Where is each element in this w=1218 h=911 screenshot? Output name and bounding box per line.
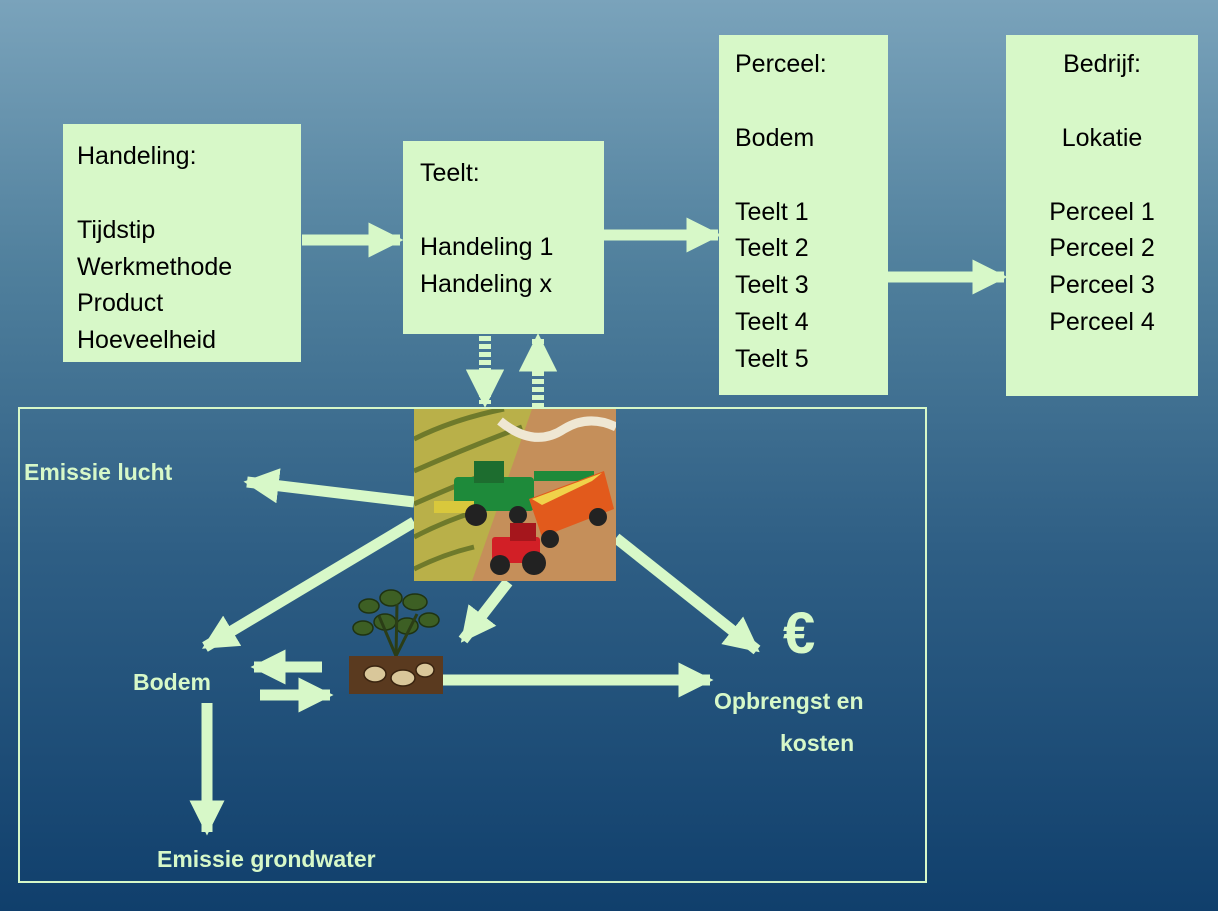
- handeling-item: Product: [77, 289, 164, 318]
- handeling-item: Hoeveelheid: [77, 326, 216, 354]
- handeling-title: Handeling:: [77, 142, 197, 170]
- perceel-box: Perceel: Bodem Teelt 1 Teelt 2 Teelt 3 T…: [719, 35, 888, 395]
- teelt-item: Handeling 1: [420, 232, 554, 261]
- harvester-tractor-field-icon: [414, 409, 616, 581]
- teelt-title: Teelt:: [420, 159, 480, 187]
- arrow-scene-to-bodem: [201, 517, 417, 652]
- perceel-item: Teelt 2: [735, 234, 809, 263]
- bedrijf-item: Perceel 2: [1049, 234, 1155, 263]
- perceel-item: Teelt 3: [735, 271, 809, 299]
- perceel-item: Teelt 4: [735, 307, 809, 336]
- bedrijf-item: Perceel 4: [1049, 307, 1155, 336]
- opbrengst-label-line2: kosten: [780, 730, 855, 756]
- perceel-title: Perceel:: [735, 50, 827, 78]
- perceel-item: Teelt 5: [735, 344, 809, 373]
- arrow-scene-to-plant: [458, 578, 513, 644]
- teelt-item: Handeling x: [420, 269, 553, 298]
- emissie-grondwater-label: Emissie grondwater: [157, 846, 376, 872]
- euro-symbol: €: [783, 601, 816, 666]
- system-boundary-frame: [18, 407, 927, 883]
- emissie-lucht-label: Emissie lucht: [24, 459, 173, 485]
- bedrijf-subtitle: Lokatie: [1061, 123, 1143, 152]
- bedrijf-item: Perceel 3: [1049, 271, 1155, 299]
- bedrijf-item: Perceel 1: [1049, 197, 1155, 226]
- teelt-box: Teelt: Handeling 1 Handeling x: [403, 141, 604, 334]
- bedrijf-title: Bedrijf:: [1063, 50, 1141, 78]
- perceel-subtitle: Bodem: [735, 123, 815, 152]
- bodem-label: Bodem: [133, 669, 211, 695]
- potato-plant-roots-icon: [349, 589, 443, 694]
- bedrijf-box: Bedrijf: Lokatie Perceel 1 Perceel 2 Per…: [1006, 35, 1198, 396]
- opbrengst-label-line1: Opbrengst en: [714, 688, 864, 714]
- handeling-item: Tijdstip: [77, 215, 156, 244]
- handeling-box: Handeling: Tijdstip Werkmethode Product …: [63, 124, 301, 362]
- perceel-item: Teelt 1: [735, 197, 809, 226]
- handeling-item: Werkmethode: [77, 252, 233, 281]
- arrow-scene-to-emissie-lucht: [243, 468, 415, 508]
- arrow-scene-to-euro: [612, 533, 761, 655]
